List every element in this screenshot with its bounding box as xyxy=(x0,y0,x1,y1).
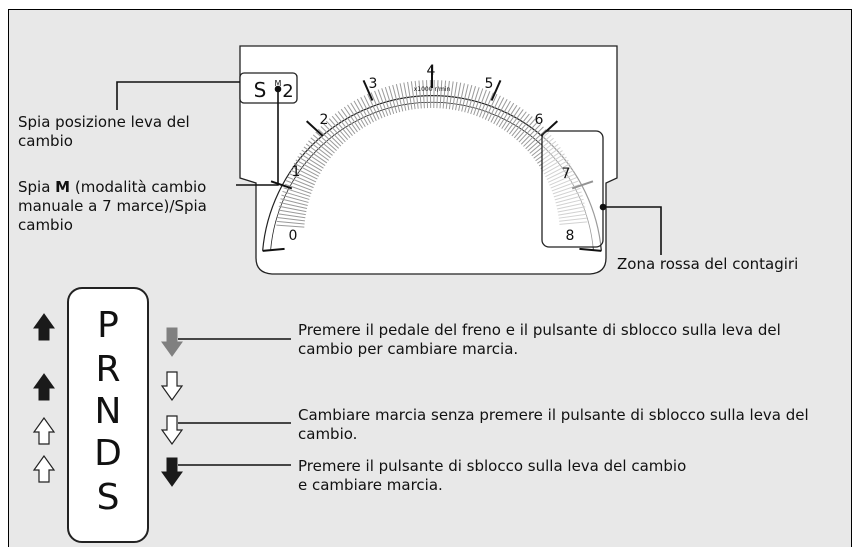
redzone-box xyxy=(541,130,604,248)
gauge-number-0: 0 xyxy=(289,228,298,244)
leader-lines xyxy=(116,81,662,466)
gear-position-r: R xyxy=(95,349,121,390)
gauge-number-1: 1 xyxy=(292,164,301,180)
up-arrow-white-icon xyxy=(32,454,56,483)
m-indicator-label-pre: Spia xyxy=(18,178,56,196)
shift-indicator-letter: S xyxy=(254,78,267,102)
gauge-number-4: 4 xyxy=(427,63,436,79)
down-arrow-black-icon xyxy=(161,457,183,487)
redzone-label: Zona rossa del contagiri xyxy=(617,255,799,273)
gauge-number-2: 2 xyxy=(320,112,329,128)
cluster-housing xyxy=(239,45,618,275)
m-indicator-label: Spia M (modalità cambio manuale a 7 marc… xyxy=(18,178,240,235)
gear-position-d: D xyxy=(94,433,122,474)
m-indicator-letter: M xyxy=(275,79,282,88)
m-indicator-label-rest: (modalità cambio manuale a 7 marce)/Spia… xyxy=(18,178,207,234)
gauge-number-5: 5 xyxy=(485,76,494,92)
gauge-number-8: 8 xyxy=(566,228,575,244)
gauge-number-7: 7 xyxy=(562,166,571,182)
gear-position-s: S xyxy=(96,477,120,518)
gear-position-n: N xyxy=(94,391,122,432)
m-indicator-label-bold: M xyxy=(55,178,71,196)
gear-position-p: P xyxy=(97,305,119,346)
legend-gray-arrow-text: Premere il pedale del freno e il pulsant… xyxy=(298,321,781,358)
down-arrow-white-icon xyxy=(160,371,184,402)
shifter-outline xyxy=(67,287,149,543)
up-arrow-black-icon xyxy=(33,373,55,401)
up-arrow-white-icon xyxy=(32,416,56,445)
up-arrow-black-icon xyxy=(33,313,55,341)
shift-indicator-box xyxy=(239,72,298,104)
gauge-unit: x1000 r/min xyxy=(414,86,451,93)
gauge-number-6: 6 xyxy=(535,112,544,128)
legend-white-arrow-text: Cambiare marcia senza premere il pulsant… xyxy=(298,406,809,443)
shift-position-label: Spia posizione leva del cambio xyxy=(18,113,190,150)
gear-indicator-number: 2 xyxy=(282,81,293,102)
legend-black-arrow-text: Premere il pulsante di sblocco sulla lev… xyxy=(298,457,687,494)
gauge-number-3: 3 xyxy=(369,76,378,92)
down-arrow-gray-icon xyxy=(161,327,183,357)
down-arrow-white-icon xyxy=(160,415,184,446)
